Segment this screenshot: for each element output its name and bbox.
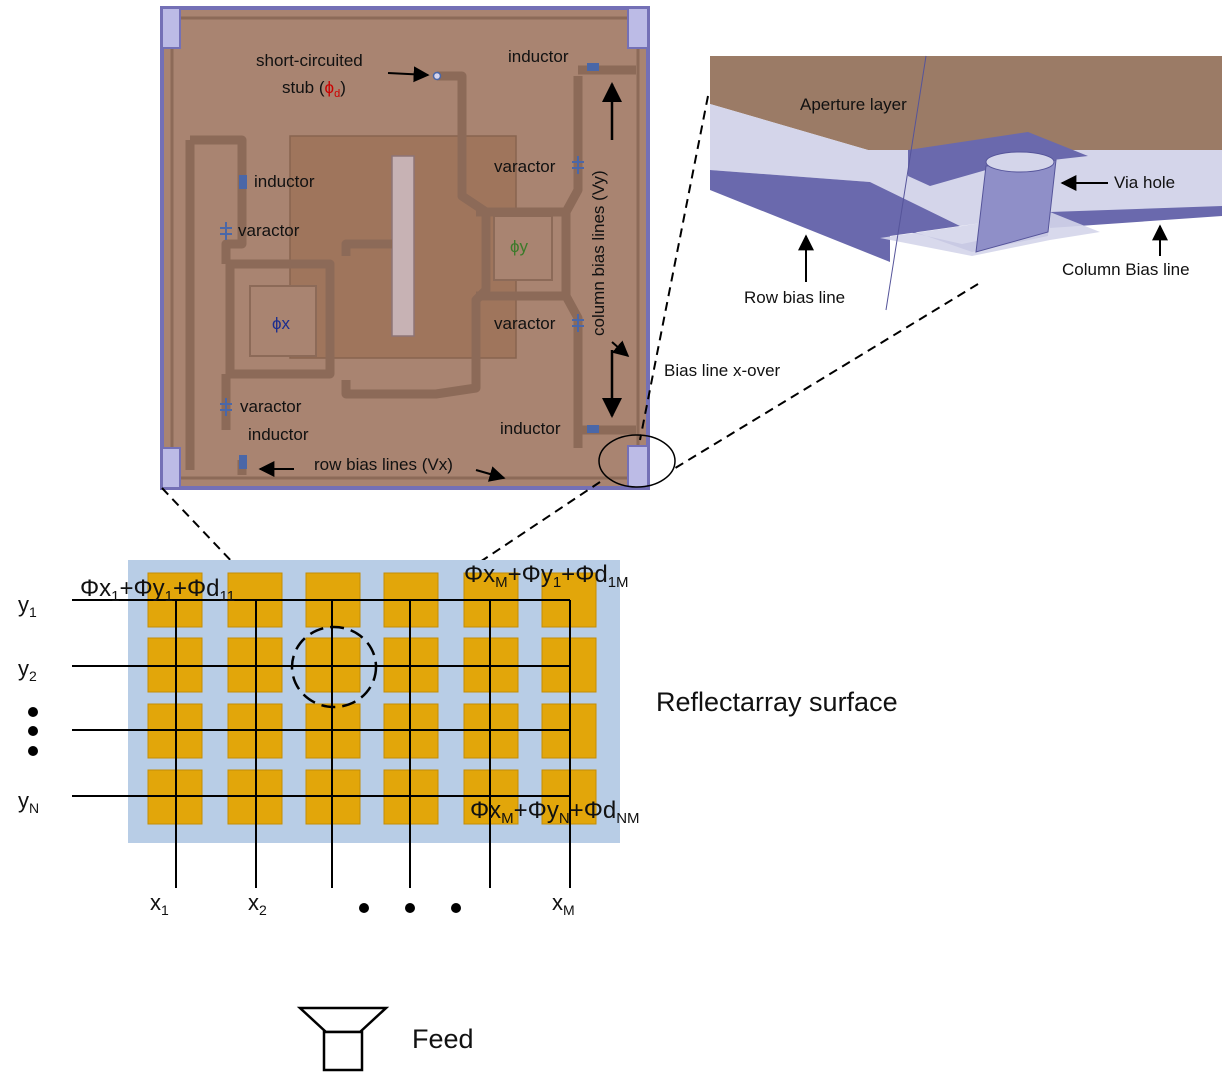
inductor-label-top-right: inductor: [508, 47, 569, 66]
phi-y-label: ϕy: [510, 237, 529, 256]
row-label-y1: y1: [18, 592, 37, 620]
connector-3d-top: [639, 95, 709, 441]
col-label-x2: x2: [248, 890, 267, 918]
via-hole-label: Via hole: [1114, 173, 1175, 192]
stub-label-line2: stub (ϕd): [282, 78, 346, 100]
via-hole-top: [985, 151, 1055, 173]
stub-via: [432, 71, 442, 81]
stub-phi-symbol: ϕ: [325, 78, 335, 97]
phi-x-window: [249, 285, 317, 357]
varactor-label-right-top: varactor: [494, 157, 556, 176]
aperture-slot: [391, 155, 415, 337]
phase-bottom-right: ΦxM+ΦyN+ΦdNM: [470, 797, 640, 827]
corner-pad-top-left: [161, 7, 181, 49]
column-bias-label: column bias lines (Vy): [589, 170, 608, 336]
unit-cell-view: short-circuited stub (ϕd) inductor induc…: [160, 6, 676, 490]
varactor-symbol: [220, 398, 232, 416]
row-label-yN: yN: [18, 788, 39, 816]
feed-horn: [296, 1006, 390, 1072]
phi-y-window: [493, 215, 553, 281]
reflectarray-surface-label: Reflectarray surface: [656, 687, 898, 717]
inductor-label-left: inductor: [254, 172, 315, 191]
phi-x-label: ϕx: [272, 314, 291, 333]
inductor-symbol: [587, 63, 599, 71]
column-line-face: [1050, 206, 1222, 228]
inductor-label-bottom-left: inductor: [248, 425, 309, 444]
cut-line: [885, 55, 927, 311]
column-bias-line-label: Column Bias line: [1062, 260, 1190, 279]
feed-horn-waveguide: [322, 1030, 364, 1072]
varactor-label-bottom-left: varactor: [240, 397, 302, 416]
circuit-traces: [185, 65, 636, 475]
unit-cell-inner-border: [170, 16, 640, 480]
stub-phi-subscript: d: [334, 88, 340, 100]
row-ellipsis-dot: [28, 707, 38, 717]
varactor-symbol: [572, 314, 584, 332]
row-bias-label: row bias lines (Vx): [314, 455, 453, 474]
row-bias-arrow-right: [475, 466, 506, 482]
stub-label-line1: short-circuited: [256, 51, 363, 70]
phase-top-right: ΦxM+Φy1+Φd1M: [464, 561, 629, 591]
feed-horn-flare: [296, 1006, 390, 1034]
row-ellipsis-dot: [28, 746, 38, 756]
corner-pads: [161, 7, 649, 489]
row-bias-line-label: Row bias line: [744, 288, 845, 307]
inductor-symbol: [587, 425, 599, 433]
components: [220, 63, 599, 469]
selected-cell-circle: [290, 625, 378, 709]
row-label-y2: y2: [18, 656, 37, 684]
varactor-label-right-bottom: varactor: [494, 314, 556, 333]
corner-pad-bottom-right: [627, 445, 649, 489]
row-line-face: [710, 170, 960, 262]
inductor-label-bottom-right: inductor: [500, 419, 561, 438]
column-bias-arrow-diag: [611, 340, 630, 358]
inductor-symbol: [239, 455, 247, 469]
col-ellipsis-dot: [359, 903, 369, 913]
col-ellipsis-dot: [405, 903, 415, 913]
bias-line-crossover-label: Bias line x-over: [664, 361, 781, 380]
corner-pad-bottom-left: [161, 447, 181, 489]
reflectarray: y1 y2 yN x1 x2 xM Φx1+Φy1+Φd11 ΦxM+Φy1+Φ…: [18, 560, 898, 918]
corner-pad-top-right: [627, 7, 649, 49]
col-label-xM: xM: [552, 890, 575, 918]
array-bias-lines: [72, 599, 571, 888]
feed-label: Feed: [412, 1024, 474, 1054]
detail-3d-view: Aperture layer Via hole Row bias line Co…: [710, 55, 1222, 311]
row-ellipsis-dot: [28, 726, 38, 736]
varactor-symbol: [572, 156, 584, 174]
varactor-label-left: varactor: [238, 221, 300, 240]
varactor-symbol: [220, 222, 232, 240]
col-label-x1: x1: [150, 890, 169, 918]
crossover-ellipse: [598, 434, 676, 488]
inductor-symbol: [239, 175, 247, 189]
col-ellipsis-dot: [451, 903, 461, 913]
aperture-layer-surface: [710, 56, 1222, 150]
stub-arrow: [387, 66, 430, 83]
phase-top-left: Φx1+Φy1+Φd11: [80, 575, 235, 605]
aperture-layer-label: Aperture layer: [800, 95, 907, 114]
